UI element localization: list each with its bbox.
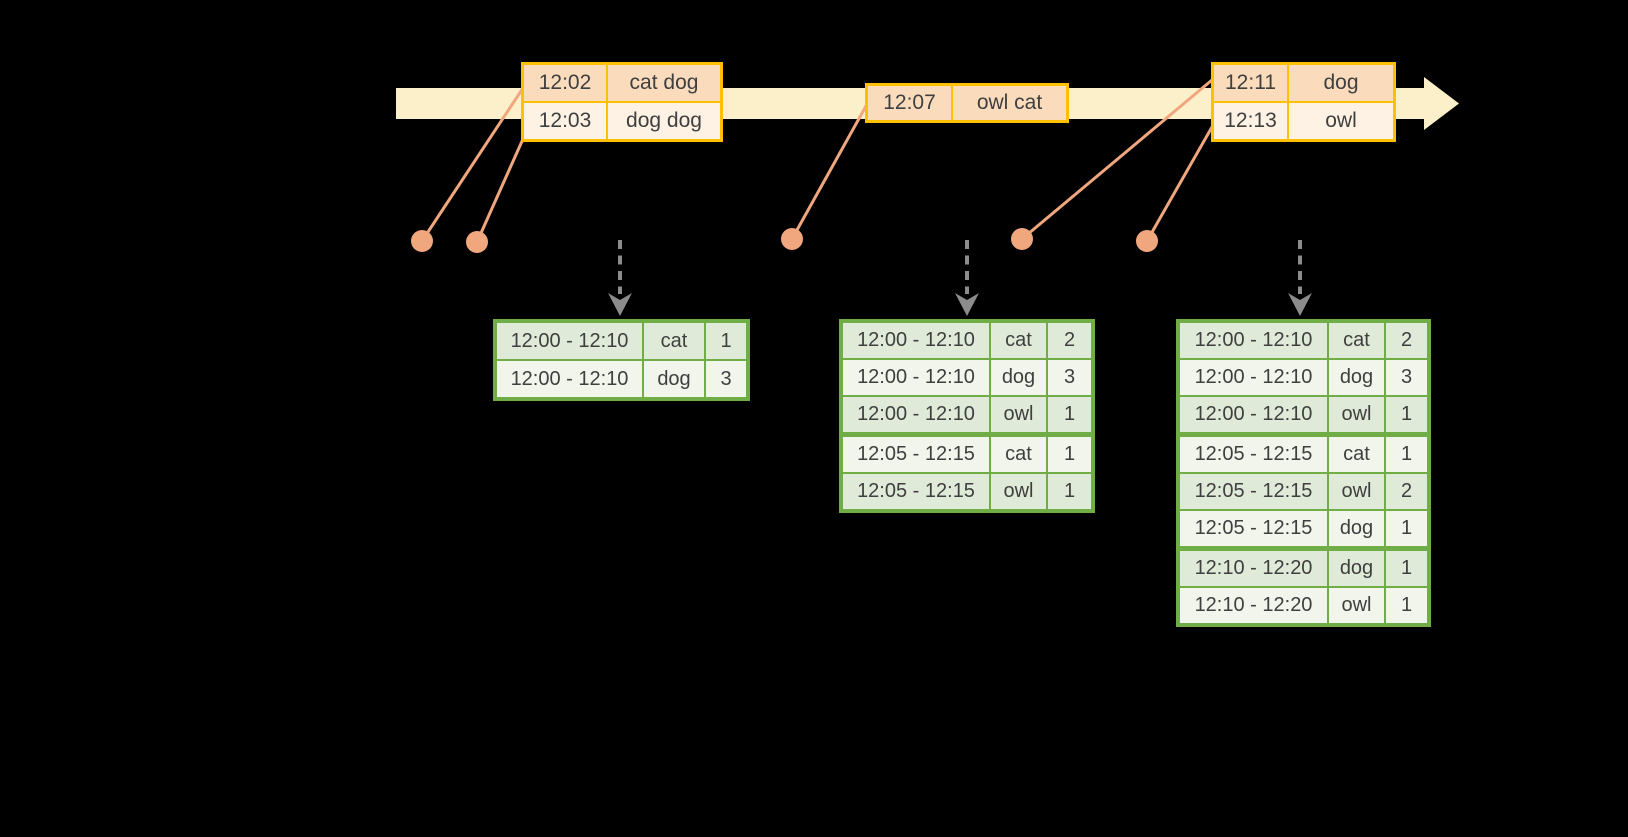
- event-words-cell: owl: [1289, 103, 1393, 139]
- word-cell: dog: [991, 360, 1046, 395]
- word-cell: owl: [991, 397, 1046, 432]
- word-cell: dog: [1329, 360, 1384, 395]
- window-cell: 12:00 - 12:10: [1180, 397, 1327, 432]
- table-row: 12:00 - 12:10 cat 2: [1180, 323, 1427, 358]
- table-row: 12:05 - 12:15 owl 1: [843, 474, 1091, 509]
- window-cell: 12:00 - 12:10: [497, 361, 642, 397]
- connector-line: [475, 137, 525, 244]
- trigger-arrowhead-icon: [955, 293, 979, 316]
- event-time-cell: 12:13: [1214, 103, 1287, 139]
- event-table-2: 12:07 owl cat: [865, 83, 1069, 123]
- table-row: 12:00 - 12:10 cat 1: [497, 323, 746, 359]
- window-cell: 12:10 - 12:20: [1180, 588, 1327, 623]
- word-cell: dog: [644, 361, 704, 397]
- table-row: 12:00 - 12:10 dog 3: [497, 361, 746, 397]
- result-table-2: 12:00 - 12:10 cat 2 12:00 - 12:10 dog 3 …: [839, 319, 1095, 513]
- table-row: 12:05 - 12:15 owl 2: [1180, 474, 1427, 509]
- event-time-cell: 12:02: [524, 65, 606, 101]
- count-cell: 1: [1048, 437, 1091, 472]
- window-cell: 12:05 - 12:15: [1180, 474, 1327, 509]
- count-cell: 2: [1386, 474, 1427, 509]
- event-table-3: 12:11 dog 12:13 owl: [1211, 62, 1396, 142]
- table-row: 12:10 - 12:20 owl 1: [1180, 588, 1427, 623]
- window-cell: 12:05 - 12:15: [1180, 511, 1327, 546]
- window-cell: 12:10 - 12:20: [1180, 551, 1327, 586]
- result-table-3: 12:00 - 12:10 cat 2 12:00 - 12:10 dog 3 …: [1176, 319, 1431, 627]
- word-cell: owl: [1329, 474, 1384, 509]
- word-cell: cat: [991, 437, 1046, 472]
- window-cell: 12:00 - 12:10: [843, 397, 989, 432]
- count-cell: 1: [1386, 588, 1427, 623]
- table-row: 12:00 - 12:10 owl 1: [1180, 397, 1427, 432]
- count-cell: 2: [1386, 323, 1427, 358]
- table-row: 12:00 - 12:10 owl 1: [843, 397, 1091, 432]
- event-dot: [1011, 228, 1033, 250]
- table-row: 12:05 - 12:15 cat 1: [843, 437, 1091, 472]
- word-cell: cat: [1329, 323, 1384, 358]
- table-row: 12:10 - 12:20 dog 1: [1180, 551, 1427, 586]
- window-cell: 12:00 - 12:10: [1180, 323, 1327, 358]
- word-cell: cat: [991, 323, 1046, 358]
- count-cell: 1: [1386, 551, 1427, 586]
- table-row: 12:05 - 12:15 cat 1: [1180, 437, 1427, 472]
- table-row: 12:05 - 12:15 dog 1: [1180, 511, 1427, 546]
- result-table-1: 12:00 - 12:10 cat 1 12:00 - 12:10 dog 3: [493, 319, 750, 401]
- count-cell: 1: [1048, 397, 1091, 432]
- window-cell: 12:05 - 12:15: [843, 474, 989, 509]
- table-row: 12:00 - 12:10 dog 3: [1180, 360, 1427, 395]
- table-row: 12:00 - 12:10 cat 2: [843, 323, 1091, 358]
- window-cell: 12:00 - 12:10: [843, 323, 989, 358]
- event-words-cell: cat dog: [608, 65, 720, 101]
- event-dot: [1136, 230, 1158, 252]
- count-cell: 1: [706, 323, 746, 359]
- word-cell: dog: [1329, 551, 1384, 586]
- window-cell: 12:05 - 12:15: [1180, 437, 1327, 472]
- word-cell: owl: [1329, 588, 1384, 623]
- connector-line: [420, 86, 525, 243]
- count-cell: 1: [1048, 474, 1091, 509]
- count-cell: 3: [706, 361, 746, 397]
- count-cell: 1: [1386, 437, 1427, 472]
- count-cell: 3: [1048, 360, 1091, 395]
- word-cell: cat: [1329, 437, 1384, 472]
- event-time-cell: 12:07: [868, 86, 951, 120]
- event-dot: [466, 231, 488, 253]
- trigger-arrowhead-icon: [1288, 293, 1312, 316]
- window-cell: 12:05 - 12:15: [843, 437, 989, 472]
- count-cell: 3: [1386, 360, 1427, 395]
- word-cell: cat: [644, 323, 704, 359]
- timeline-arrowhead-icon: [1424, 77, 1459, 130]
- connector-line: [790, 104, 868, 241]
- word-cell: owl: [1329, 397, 1384, 432]
- window-cell: 12:00 - 12:10: [1180, 360, 1327, 395]
- word-cell: owl: [991, 474, 1046, 509]
- event-dot: [781, 228, 803, 250]
- event-dot: [411, 230, 433, 252]
- event-time-cell: 12:11: [1214, 65, 1287, 101]
- event-words-cell: dog dog: [608, 103, 720, 139]
- event-words-cell: dog: [1289, 65, 1393, 101]
- event-table-1: 12:02 cat dog 12:03 dog dog: [521, 62, 723, 142]
- connector-line: [1020, 78, 1214, 241]
- window-cell: 12:00 - 12:10: [843, 360, 989, 395]
- count-cell: 2: [1048, 323, 1091, 358]
- count-cell: 1: [1386, 397, 1427, 432]
- trigger-arrowhead-icon: [608, 293, 632, 316]
- connector-line: [1145, 125, 1214, 243]
- event-words-cell: owl cat: [953, 86, 1066, 120]
- word-cell: dog: [1329, 511, 1384, 546]
- table-row: 12:00 - 12:10 dog 3: [843, 360, 1091, 395]
- event-time-cell: 12:03: [524, 103, 606, 139]
- window-cell: 12:00 - 12:10: [497, 323, 642, 359]
- count-cell: 1: [1386, 511, 1427, 546]
